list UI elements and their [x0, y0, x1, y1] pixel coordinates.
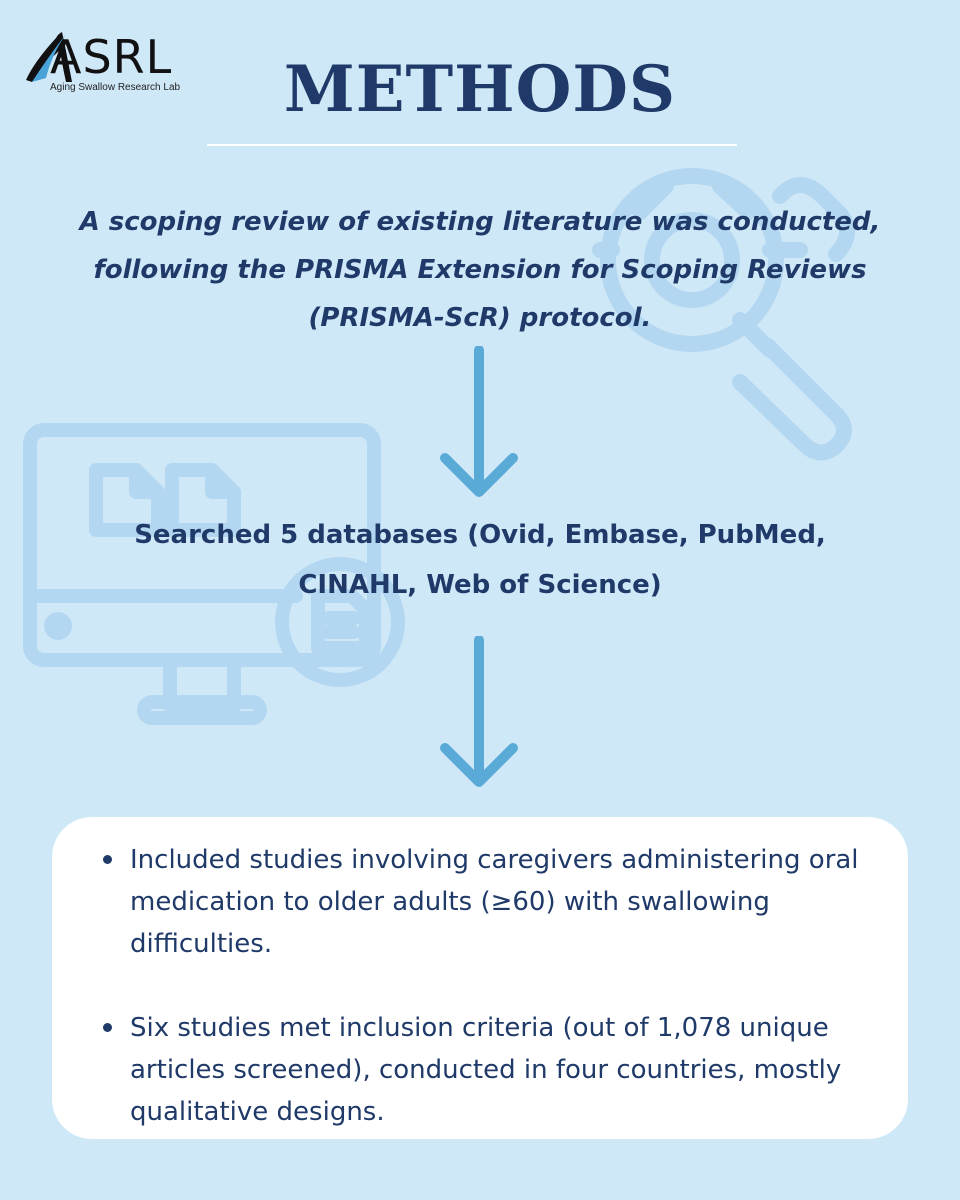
bullet-text: Included studies involving caregivers ad…: [130, 845, 859, 959]
logo-subtitle: Aging Swallow Research Lab: [50, 82, 181, 93]
results-panel: Included studies involving caregivers ad…: [52, 817, 908, 1139]
arrow-down-icon: [440, 346, 518, 497]
magnifier-gear-icon: [592, 168, 855, 461]
page-title: METHODS: [283, 52, 677, 127]
asrl-logo: ASRL Aging Swallow Research Lab: [22, 20, 202, 100]
logo-swoosh-icon: [26, 32, 72, 82]
list-item: Six studies met inclusion criteria (out …: [103, 1007, 890, 1133]
bullet-icon: [103, 855, 112, 864]
arrow-down-icon: [440, 636, 518, 787]
monitor-documents-icon: [23, 423, 405, 725]
flow-step-databases: Searched 5 databases (Ovid, Embase, PubM…: [134, 520, 826, 600]
list-item: Included studies involving caregivers ad…: [103, 839, 890, 965]
bullet-text: Six studies met inclusion criteria (out …: [130, 1013, 842, 1127]
title-divider: [207, 144, 737, 146]
results-list: Included studies involving caregivers ad…: [103, 839, 890, 1133]
logo-text: ASRL: [50, 30, 173, 84]
flow-step-intro: A scoping review of existing literature …: [79, 207, 881, 333]
bullet-icon: [103, 1023, 112, 1032]
